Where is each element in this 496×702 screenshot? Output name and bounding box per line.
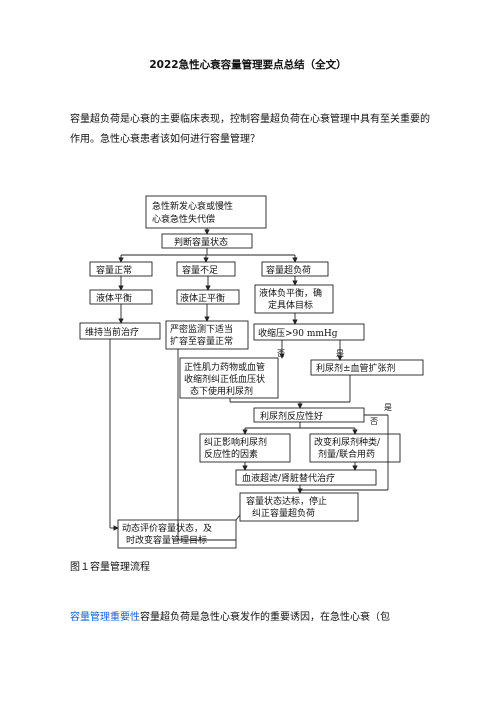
response-text: 利尿剂反应性好 <box>260 410 323 422</box>
low-text: 容量不足 <box>182 264 218 276</box>
monitor-text-2: 扩容至容量正常 <box>170 335 233 347</box>
target-text-1: 容量状态达标，停止 <box>246 495 327 507</box>
yes-label-2: 是 <box>384 403 392 412</box>
ultra-box <box>235 469 377 486</box>
neg-balance-text-2: 定具体目标 <box>268 299 313 311</box>
bottom-paragraph: 容量管理重要性容量超负荷是急性心衰发作的重要诱因，在急性心衰（包 <box>70 608 430 623</box>
target-box <box>239 492 359 522</box>
correct-text-1: 纠正影响利尿剂 <box>204 436 267 448</box>
normal-text: 容量正常 <box>96 264 132 276</box>
monitor-text-1: 严密监测下适当 <box>170 323 233 335</box>
intro-paragraph: 容量超负荷是心衰的主要临床表现，控制容量超负荷在心衰管理中具有至关重要的作用。急… <box>70 114 430 145</box>
pos-balance-text: 液体正平衡 <box>180 292 225 304</box>
figure-caption: 图１容量管理流程 <box>70 562 150 573</box>
dynamic-text-1: 动态评价容量状态，及 <box>122 522 212 534</box>
bottom-text: 容量超负荷是急性心衰发作的重要诱因，在急性心衰（包 <box>140 612 390 623</box>
correct-box <box>199 433 291 463</box>
monitor-box <box>165 320 249 350</box>
inotrope-text-2: 收缩剂纠正低血压状 <box>184 373 265 385</box>
ultra-text: 血液超滤/肾脏替代治疗 <box>242 472 335 484</box>
diuretic-vaso-box <box>310 359 424 376</box>
no-label-2: 否 <box>370 417 378 426</box>
flow-connectors <box>109 228 389 541</box>
start-box <box>145 195 267 229</box>
change-text-1: 改变利尿剂种类/ <box>314 436 381 448</box>
balance-text: 液体平衡 <box>96 292 132 304</box>
bp-text: 收缩压>90 mmHg <box>258 327 338 339</box>
change-text-2: 剂量/联合用药 <box>318 448 375 460</box>
section-highlight: 容量管理重要性 <box>70 612 140 623</box>
correct-text-2: 反应性的因素 <box>204 448 258 460</box>
start-text-2: 心衰急性失代偿 <box>152 213 215 225</box>
no-label-1: 否 <box>277 349 285 358</box>
inotrope-text-3: 态下使用利尿剂 <box>190 385 253 397</box>
inotrope-text-1: 正性肌力药物或血管 <box>184 361 265 373</box>
neg-balance-box <box>254 284 334 314</box>
maintain-text: 维持当前治疗 <box>85 326 139 338</box>
neg-balance-text-1: 液体负平衡，确 <box>259 287 322 299</box>
dynamic-box <box>117 519 237 549</box>
judge-text: 判断容量状态 <box>174 236 228 248</box>
inotrope-box <box>179 357 279 399</box>
start-text-1: 急性新发心衰或慢性 <box>152 200 233 212</box>
target-text-2: 纠正容量超负荷 <box>252 507 315 519</box>
change-box <box>309 433 401 463</box>
page-title: 2022急性心衰容量管理要点总结（全文） <box>149 59 347 71</box>
diuretic-vaso-text: 利尿剂±血管扩张剂 <box>316 362 396 374</box>
over-text: 容量超负荷 <box>266 264 311 276</box>
bp-box <box>253 323 365 341</box>
dynamic-text-2: 时改变容量管理目标 <box>126 534 207 546</box>
